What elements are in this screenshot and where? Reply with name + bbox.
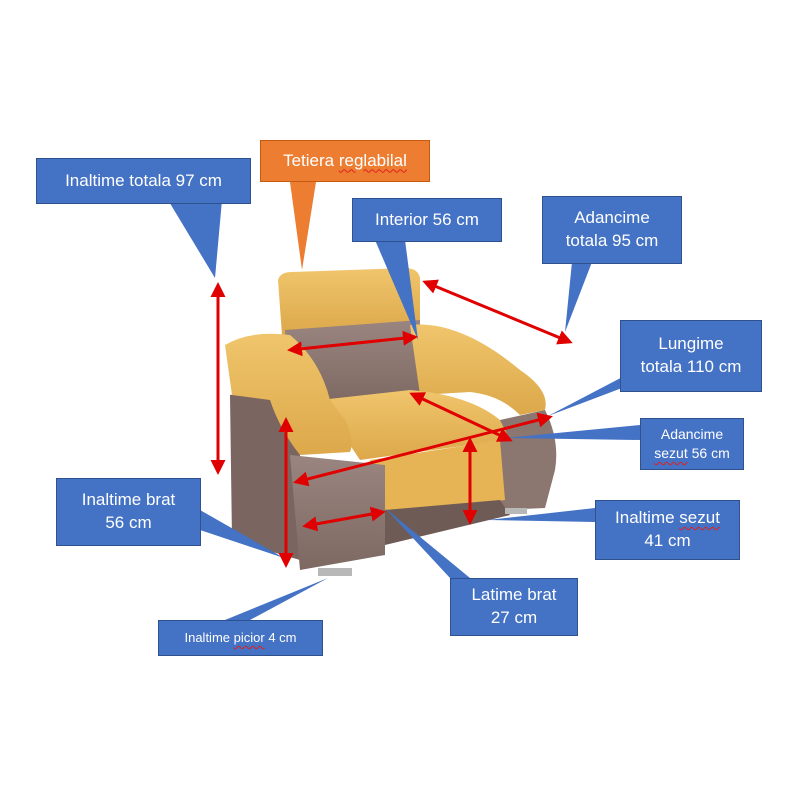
- callout-inaltime-brat: Inaltime brat 56 cm: [56, 478, 201, 546]
- callout-inaltime-sezut: Inaltime sezut 41 cm: [595, 500, 740, 560]
- callout-inaltime-brat-line2: 56 cm: [105, 513, 152, 532]
- callout-inaltime-totala-text: Inaltime totala 97 cm: [65, 170, 222, 190]
- callout-interior: Interior 56 cm: [352, 198, 502, 242]
- callout-inaltime-picior-rest: 4 cm: [264, 630, 297, 646]
- callout-inaltime-sezut-word: sezut: [679, 508, 720, 528]
- callout-inaltime-brat-line1: Inaltime brat: [81, 490, 176, 510]
- callout-tetiera: Tetiera reglabilal: [260, 140, 430, 182]
- callout-adancime-totala-line1: Adancime: [574, 208, 650, 228]
- callout-interior-text: Interior 56 cm: [375, 209, 479, 229]
- callout-tetiera-word: reglabilal: [338, 150, 407, 170]
- callout-lungime-totala-line1: Lungime: [658, 334, 724, 354]
- callout-adancime-sezut-rest: 56 cm: [687, 445, 730, 461]
- callout-inaltime-totala: Inaltime totala 97 cm: [36, 158, 251, 204]
- callout-inaltime-picior: Inaltime picior 4 cm: [158, 620, 323, 656]
- callout-inaltime-picior-word: picior: [233, 630, 265, 646]
- callout-tetiera-prefix: Tetiera: [283, 150, 339, 170]
- callout-lungime-totala-line2: totala 110 cm: [640, 357, 742, 376]
- tetiera-pointer: [290, 182, 316, 270]
- callout-adancime-sezut-word: sezut: [654, 445, 688, 461]
- callout-latime-brat-line1: Latime brat: [471, 585, 557, 605]
- callout-adancime-sezut: Adancime sezut 56 cm: [640, 418, 744, 470]
- callout-adancime-totala-line2: totala 95 cm: [565, 231, 659, 250]
- callout-latime-brat: Latime brat 27 cm: [450, 578, 578, 636]
- callout-adancime-totala: Adancime totala 95 cm: [542, 196, 682, 264]
- callout-inaltime-sezut-line2: 41 cm: [644, 531, 691, 550]
- callout-inaltime-sezut-prefix: Inaltime: [615, 508, 680, 528]
- callout-inaltime-picior-prefix: Inaltime: [184, 630, 234, 646]
- callout-lungime-totala: Lungime totala 110 cm: [620, 320, 762, 392]
- dimension-arrows: [210, 279, 573, 568]
- front-foot: [318, 568, 352, 576]
- callout-latime-brat-line2: 27 cm: [490, 608, 538, 627]
- side-foot: [505, 508, 527, 514]
- callout-adancime-sezut-line1: Adancime: [660, 426, 724, 443]
- right-arm-side: [500, 410, 557, 510]
- headrest: [278, 268, 420, 335]
